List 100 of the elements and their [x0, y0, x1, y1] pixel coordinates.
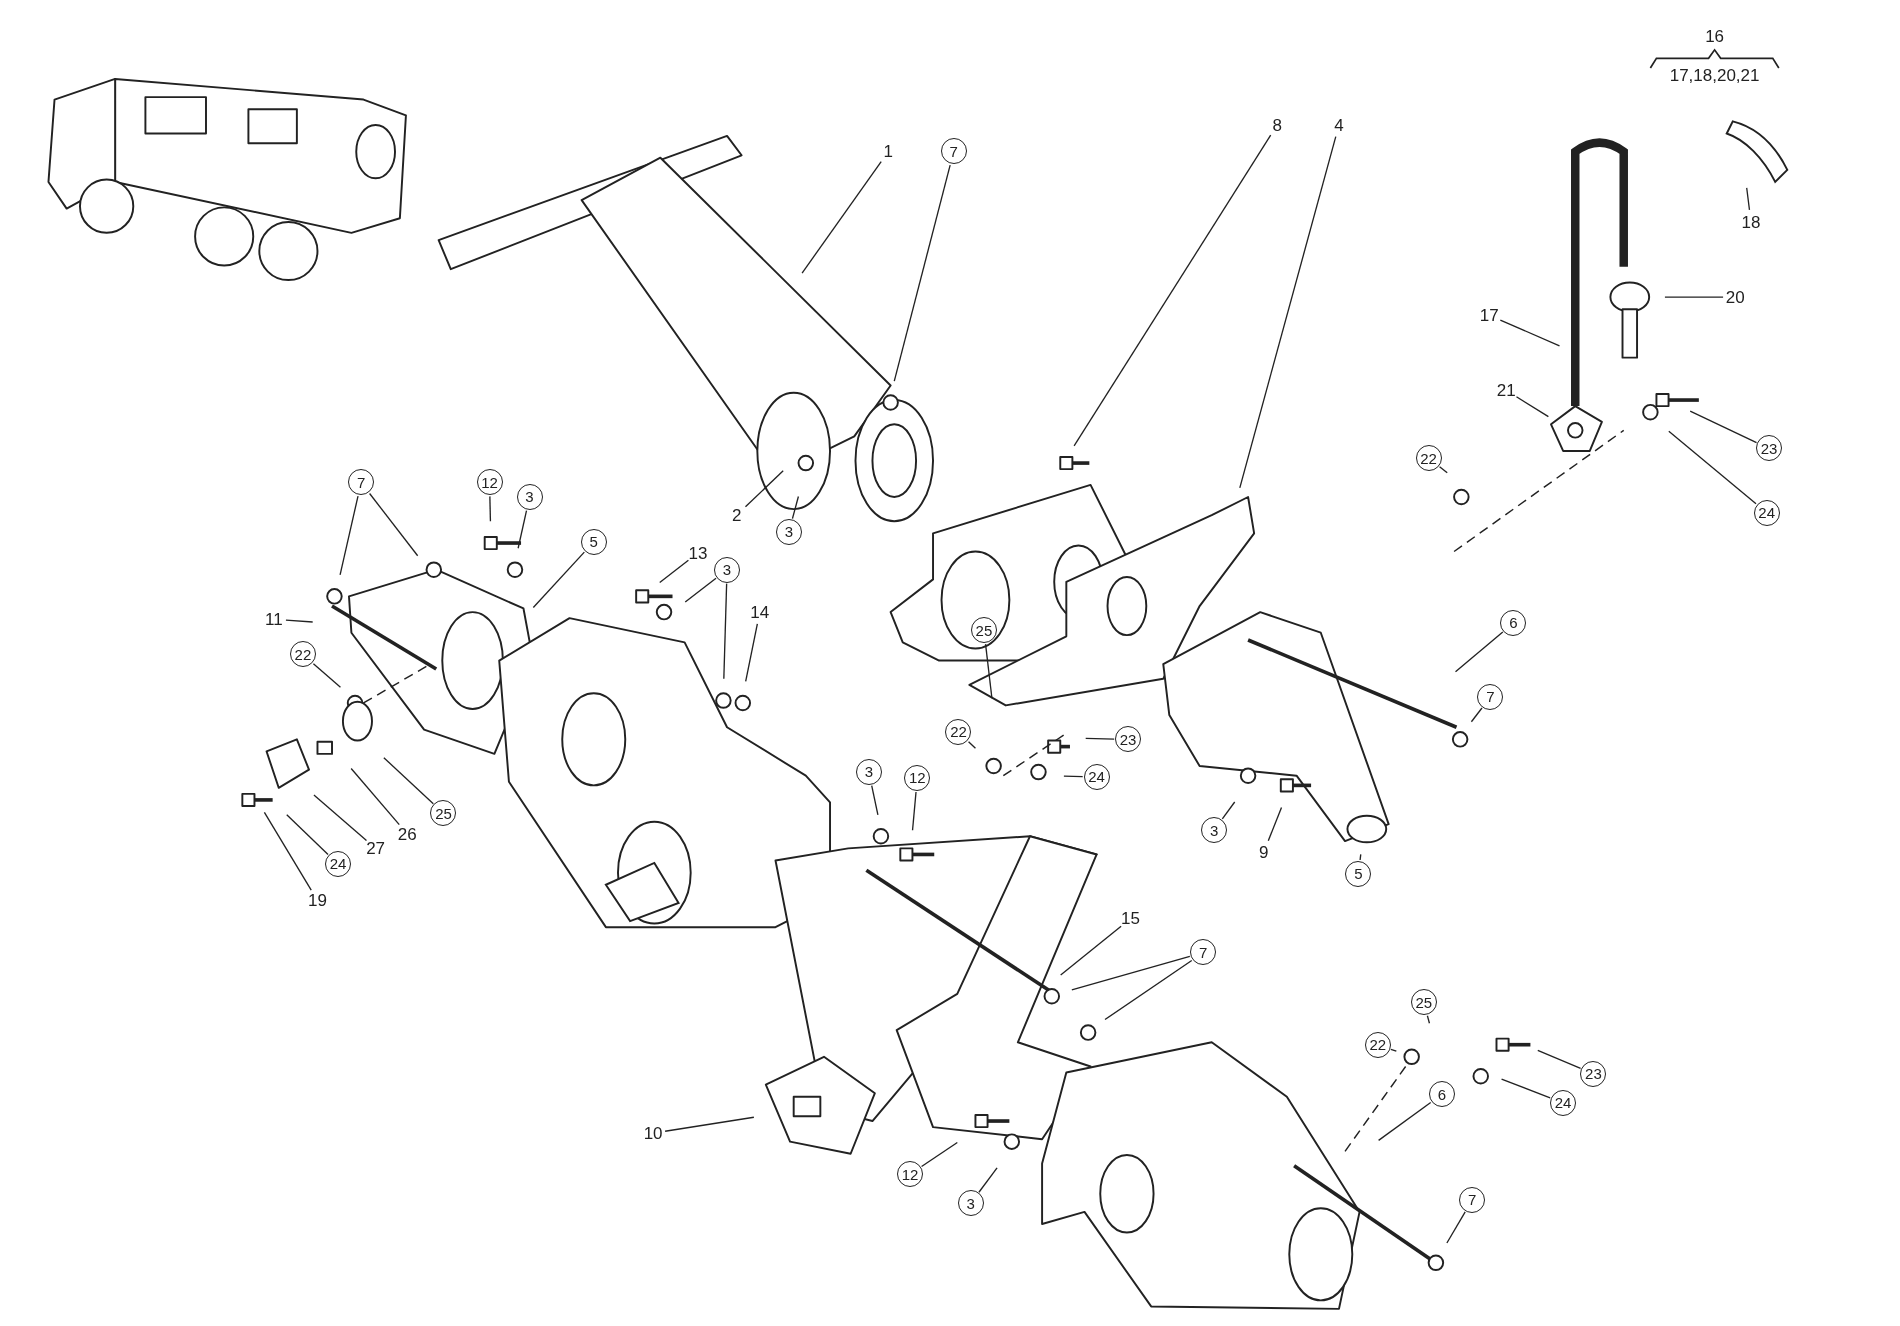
leader-line: [1689, 410, 1758, 444]
leader-line: [312, 663, 342, 688]
callout-number: 19: [308, 891, 327, 909]
callout-number: 7: [348, 469, 375, 496]
callout-number: 10: [643, 1124, 663, 1142]
leader-line: [1499, 319, 1561, 347]
callout-number: 6: [1428, 1081, 1455, 1108]
leader-line: [871, 785, 879, 816]
leader-line: [1085, 737, 1115, 740]
leader-line: [744, 470, 784, 508]
leader-line: [1359, 853, 1362, 861]
leader-line: [1104, 959, 1193, 1021]
callout-number: 24: [1083, 763, 1110, 790]
callout-number: 22: [1415, 445, 1442, 472]
callout-number: 6: [1500, 609, 1527, 636]
leader-line: [1454, 631, 1504, 673]
callout-number: 3: [775, 518, 802, 545]
callout-number: 16: [1705, 27, 1725, 45]
leader-line: [1426, 1015, 1431, 1024]
leader-line: [723, 582, 728, 680]
callout-number: 4: [1334, 116, 1344, 134]
leader-line: [263, 811, 312, 891]
leader-line: [1239, 136, 1337, 489]
callout-number: 17,18,20,21: [1669, 66, 1760, 84]
leader-line: [984, 643, 993, 699]
callout-number: 12: [904, 764, 931, 791]
callout-number: 23: [1115, 726, 1142, 753]
leader-line: [1221, 801, 1236, 820]
leader-line: [659, 559, 690, 584]
callout-number: 7: [1459, 1186, 1486, 1213]
leader-line: [1063, 775, 1084, 778]
leader-line: [313, 794, 368, 842]
callout-number: 14: [750, 603, 770, 621]
leader-line: [339, 495, 359, 576]
leader-line: [1377, 1101, 1432, 1142]
leader-line: [664, 1116, 755, 1132]
leader-line: [532, 551, 585, 609]
leader-line: [893, 164, 951, 382]
callout-number: 12: [476, 469, 503, 496]
callout-number: 3: [714, 556, 741, 583]
leader-line: [1746, 187, 1751, 211]
leader-line: [791, 495, 800, 520]
callout-number: 24: [1550, 1089, 1577, 1116]
leader-line: [1500, 1078, 1551, 1099]
leader-line: [1446, 1211, 1466, 1244]
callout-number: 21: [1496, 381, 1516, 399]
leader-line: [350, 767, 400, 826]
callout-number: 24: [1753, 499, 1780, 526]
callout-number: 7: [1477, 683, 1504, 710]
callout-number: 9: [1259, 843, 1269, 861]
callout-number: 20: [1725, 288, 1745, 306]
callout-number: 18: [1741, 213, 1761, 231]
leader-line: [489, 495, 492, 522]
callout-number: 22: [289, 641, 316, 668]
leader-line: [1668, 430, 1757, 505]
leader-line: [368, 492, 419, 557]
callout-number: 12: [897, 1161, 923, 1188]
leader-line: [745, 623, 758, 683]
callout-number: 3: [1201, 817, 1228, 844]
leader-line: [801, 160, 882, 274]
callout-number: 7: [940, 138, 967, 165]
leader-line: [383, 757, 434, 805]
leader-line: [967, 741, 977, 749]
callout-number: 3: [516, 483, 543, 510]
callout-number: 5: [580, 528, 607, 555]
leader-line: [911, 791, 917, 831]
callout-number: 3: [957, 1190, 984, 1217]
callout-number: 22: [1364, 1031, 1391, 1058]
leader-line: [1537, 1049, 1582, 1070]
leader-line: [1438, 466, 1448, 474]
callout-number: 11: [265, 610, 283, 628]
leader-line: [286, 814, 329, 856]
leader-line: [920, 1141, 958, 1168]
callout-number: 7: [1190, 939, 1217, 966]
leader-line: [684, 577, 717, 603]
leader-line: [1071, 955, 1191, 991]
leader-line: [1390, 1048, 1397, 1052]
leader-line: [978, 1167, 998, 1193]
leader-line: [1267, 806, 1283, 842]
callout-number: 27: [366, 839, 386, 857]
callout-number: 2: [732, 506, 742, 524]
leader-line: [1664, 296, 1724, 298]
callout-number: 25: [430, 800, 457, 827]
leader-line: [1515, 396, 1550, 418]
callout-number: 5: [1345, 860, 1372, 887]
callout-number: 17: [1479, 306, 1499, 324]
callout-number: 26: [397, 825, 417, 843]
callout-number: 15: [1121, 910, 1140, 927]
callout-number: 25: [1410, 989, 1437, 1016]
leader-line: [1060, 925, 1122, 976]
leader-line: [1470, 707, 1483, 723]
callout-number: 23: [1580, 1060, 1607, 1087]
callout-number: 24: [325, 850, 352, 877]
callout-number: 3: [855, 758, 882, 785]
leader-line: [285, 619, 314, 623]
callout-number: 23: [1756, 435, 1783, 462]
callout-number: 8: [1272, 116, 1282, 134]
leader-line: [517, 509, 528, 549]
callout-number: 22: [945, 718, 972, 745]
callout-number: 1: [883, 142, 893, 160]
